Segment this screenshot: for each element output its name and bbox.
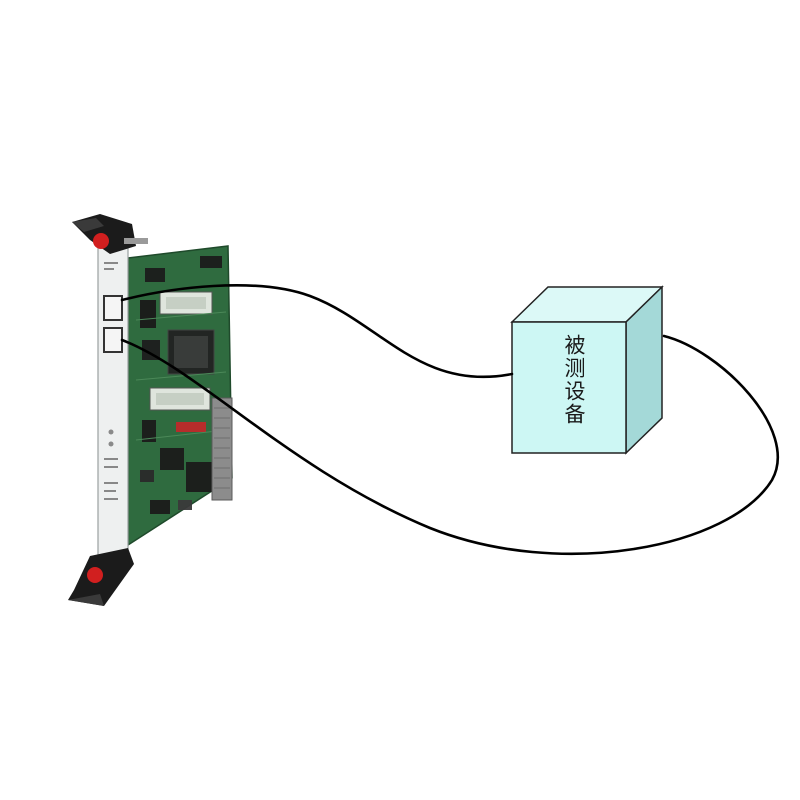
test-card xyxy=(68,214,233,606)
panel-markings xyxy=(104,262,118,500)
network-port-bottom[interactable] xyxy=(103,327,123,353)
backplane-connector xyxy=(211,397,233,501)
box-front-face xyxy=(511,321,627,454)
cable-bottom xyxy=(120,334,779,556)
network-port-top[interactable] xyxy=(103,295,123,321)
pcb-components xyxy=(135,256,227,514)
cable-top xyxy=(120,284,514,379)
bottom-release-button[interactable] xyxy=(87,567,103,583)
bottom-ejector-handle[interactable] xyxy=(68,548,134,606)
connector-pins xyxy=(214,407,230,489)
top-ejector-handle[interactable] xyxy=(72,214,148,254)
device-under-test-label: 被测设备 xyxy=(562,334,586,426)
top-release-button[interactable] xyxy=(93,233,109,249)
front-panel xyxy=(97,239,129,567)
device-under-test-box xyxy=(510,285,664,455)
